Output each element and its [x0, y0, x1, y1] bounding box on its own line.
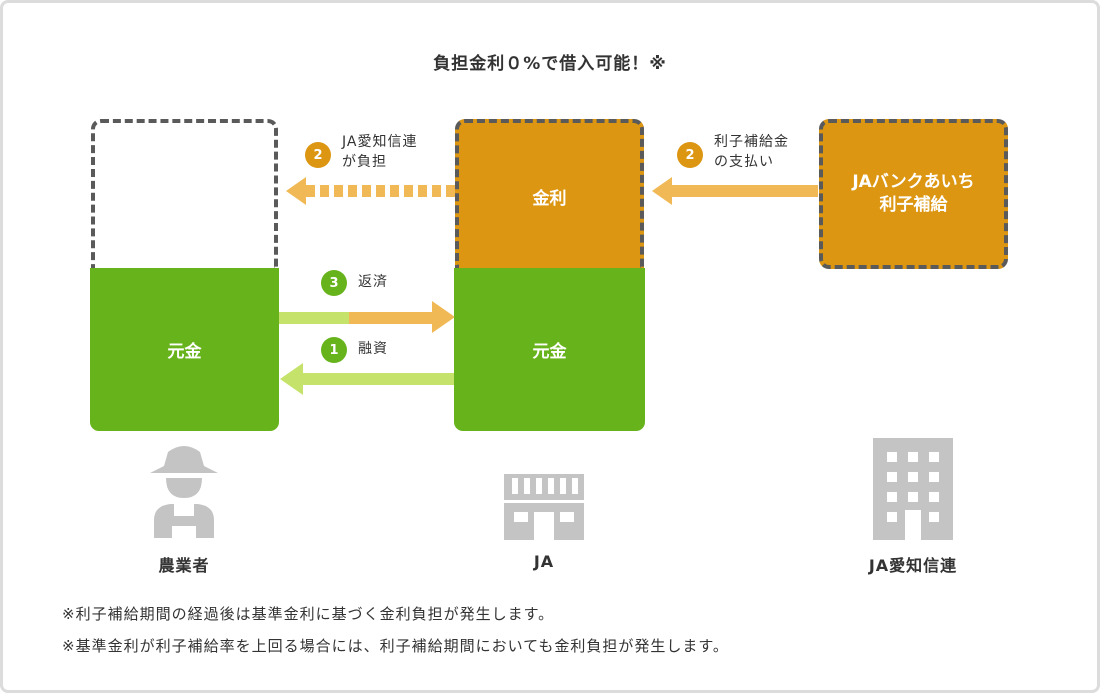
federation-building-icon: [873, 438, 953, 540]
arrow-loan: [280, 363, 455, 395]
ja-principal-box: 元金: [454, 268, 645, 431]
ja-interest-box: 金利: [455, 119, 644, 269]
arrow-federation-bears: [286, 177, 455, 205]
step-label-1: 融資: [358, 341, 388, 357]
farmer-caption: 農業者: [158, 556, 210, 575]
step-badge-3: 3: [321, 270, 347, 296]
arrow-repayment: [279, 301, 455, 333]
bank-subsidy-line2: 利子補給: [879, 195, 948, 215]
bank-subsidy-line1: JAバンクあいち: [852, 172, 975, 193]
bank-subsidy-box: JAバンクあいち 利子補給: [819, 119, 1008, 269]
step-label-3: 返済: [358, 274, 388, 290]
footnote-2: ※基準金利が利子補給率を上回る場合には、利子補給期間においても金利負担が発生しま…: [62, 637, 729, 655]
step-2a-line2: が負担: [342, 153, 387, 170]
ja-interest-label: 金利: [532, 188, 567, 209]
step-badge-2a: 2: [305, 142, 331, 168]
farmer-principal-box: 元金: [90, 268, 279, 431]
step-label-2a: JA愛知信連 が負担: [342, 133, 417, 172]
step-2b-line1: 利子補給金: [714, 134, 789, 150]
ja-principal-label: 元金: [532, 342, 567, 362]
page-title: 負担金利０%で借入可能！※: [433, 54, 667, 74]
step-badge-1: 1: [321, 337, 347, 363]
arrow-subsidy-payment: [652, 177, 818, 205]
step-label-2b: 利子補給金 の支払い: [714, 133, 789, 172]
ja-building-icon: [504, 474, 584, 540]
farmer-icon: [150, 446, 218, 538]
footnote-1: ※利子補給期間の経過後は基準金利に基づく金利負担が発生します。: [62, 605, 555, 623]
farmer-interest-placeholder: [91, 119, 278, 269]
step-2a-line1: JA愛知信連: [342, 134, 418, 150]
federation-caption: JA愛知信連: [868, 556, 958, 575]
step-badge-2b: 2: [677, 142, 703, 168]
ja-caption: JA: [533, 552, 555, 571]
farmer-principal-label: 元金: [167, 342, 202, 362]
step-2b-line2: の支払い: [714, 153, 774, 170]
